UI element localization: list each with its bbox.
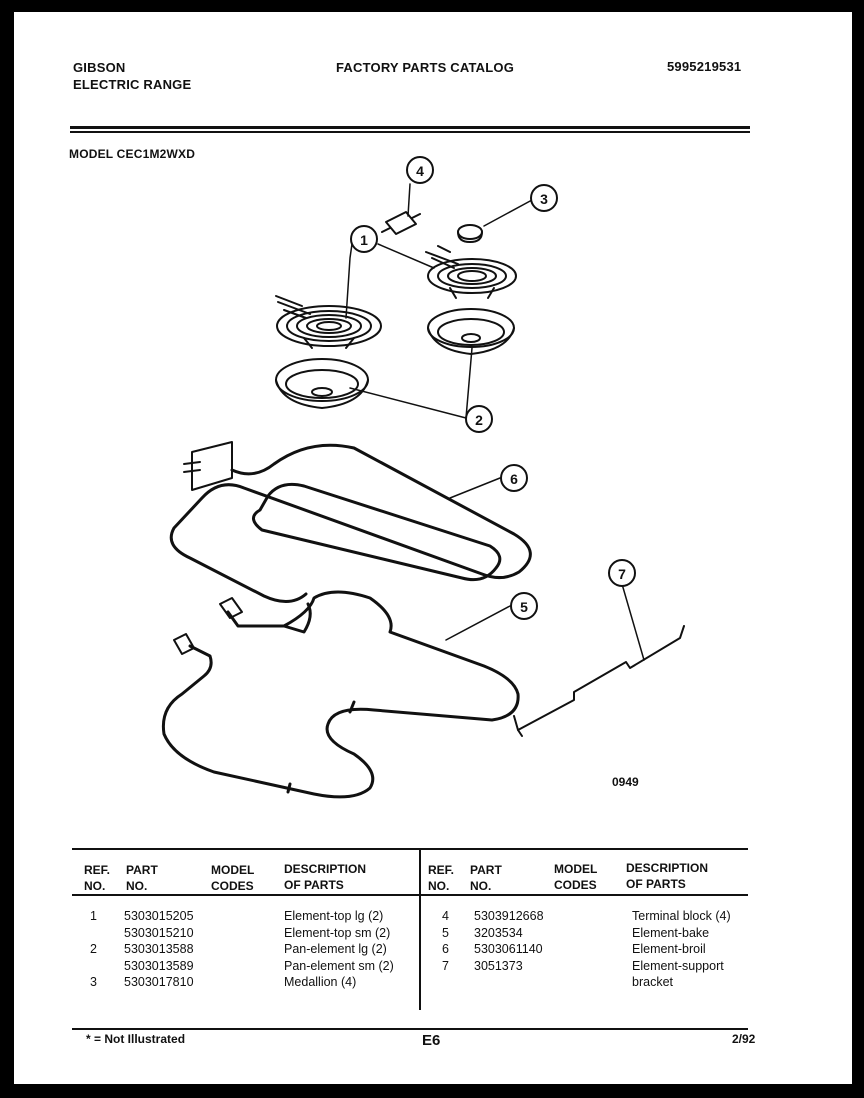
- drip-pan-small: [427, 308, 515, 355]
- left-col-description: Element-top lg (2) Element-top sm (2) Pa…: [284, 909, 394, 989]
- catalog-number: 5995219531: [667, 59, 742, 74]
- revision-date: 2/92: [732, 1032, 756, 1046]
- drip-pan-large: [275, 358, 369, 409]
- table-row: [90, 925, 97, 942]
- left-header-ref: REF.NO.: [84, 863, 111, 893]
- callout-6: [500, 464, 528, 492]
- brand-name: GIBSON: [73, 60, 126, 75]
- right-header-ref: REF.NO.: [428, 863, 455, 893]
- element-support-bracket: [513, 625, 685, 737]
- callout-6-label: 6: [510, 471, 518, 487]
- table-rule-top: [72, 848, 748, 850]
- callout-4-label: 4: [416, 163, 424, 179]
- page-code: E6: [422, 1032, 441, 1049]
- product-name: ELECTRIC RANGE: [73, 77, 192, 92]
- header-rule-top: [70, 126, 750, 129]
- right-col-ref: 4 5 6 7: [442, 909, 449, 973]
- not-illustrated-note: * = Not Illustrated: [86, 1032, 186, 1046]
- leader-lines: [345, 183, 645, 661]
- callout-5-label: 5: [520, 599, 528, 615]
- right-col-description: Terminal block (4) Element-bake Element-…: [632, 909, 731, 989]
- terminal-block: [381, 211, 421, 235]
- callout-7-label: 7: [618, 566, 626, 582]
- left-col-part: 5303015205 5303015210 5303013588 5303013…: [124, 909, 194, 989]
- callout-3-label: 3: [540, 191, 548, 207]
- broil-element: [169, 441, 532, 603]
- table-row: 2: [90, 942, 97, 956]
- header-rule-bottom: [70, 131, 750, 133]
- figure-code: 0949: [612, 775, 639, 789]
- surface-element-small: [425, 245, 517, 299]
- table-divider-vertical: [419, 850, 421, 1010]
- exploded-parts-diagram: 4 3 1 2 6 5 7 0949: [161, 156, 685, 799]
- surface-element-large: [275, 295, 382, 349]
- bake-element: [161, 590, 520, 799]
- medallion: [457, 224, 483, 243]
- right-col-part: 5303912668 3203534 5303061140 3051373: [474, 909, 544, 973]
- model-line: MODEL CEC1M2WXD: [69, 147, 196, 161]
- callout-2: [465, 405, 493, 433]
- table-row: 3: [90, 975, 97, 989]
- callout-1-label: 1: [360, 232, 368, 248]
- catalog-title: FACTORY PARTS CATALOG: [336, 60, 515, 75]
- callout-7: [608, 559, 636, 587]
- catalog-page: GIBSON ELECTRIC RANGE FACTORY PARTS CATA…: [14, 12, 852, 1084]
- callout-1: [350, 225, 378, 253]
- callout-2-label: 2: [475, 412, 483, 428]
- table-row: [90, 958, 97, 975]
- callout-3: [530, 184, 558, 212]
- table-row: 1: [90, 909, 97, 923]
- table-rule-bottom: [72, 1028, 748, 1030]
- callout-5: [510, 592, 538, 620]
- callout-4: [406, 156, 434, 184]
- left-col-ref: 1 2 3: [90, 908, 97, 991]
- table-rule-header: [72, 894, 748, 896]
